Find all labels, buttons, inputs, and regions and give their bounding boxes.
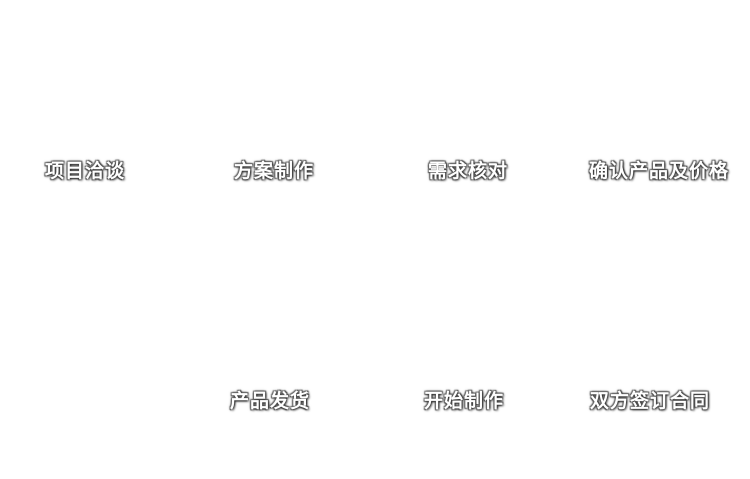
step-project-negotiation: 项目洽谈 <box>45 160 126 182</box>
step-start-production: 开始制作 <box>424 390 505 412</box>
step-proposal-creation: 方案制作 <box>234 160 315 182</box>
step-product-shipping: 产品发货 <box>230 390 311 412</box>
step-contract-signing: 双方签订合同 <box>590 390 711 412</box>
step-confirm-product-and-price: 确认产品及价格 <box>589 160 730 182</box>
step-requirements-check: 需求核对 <box>428 160 509 182</box>
